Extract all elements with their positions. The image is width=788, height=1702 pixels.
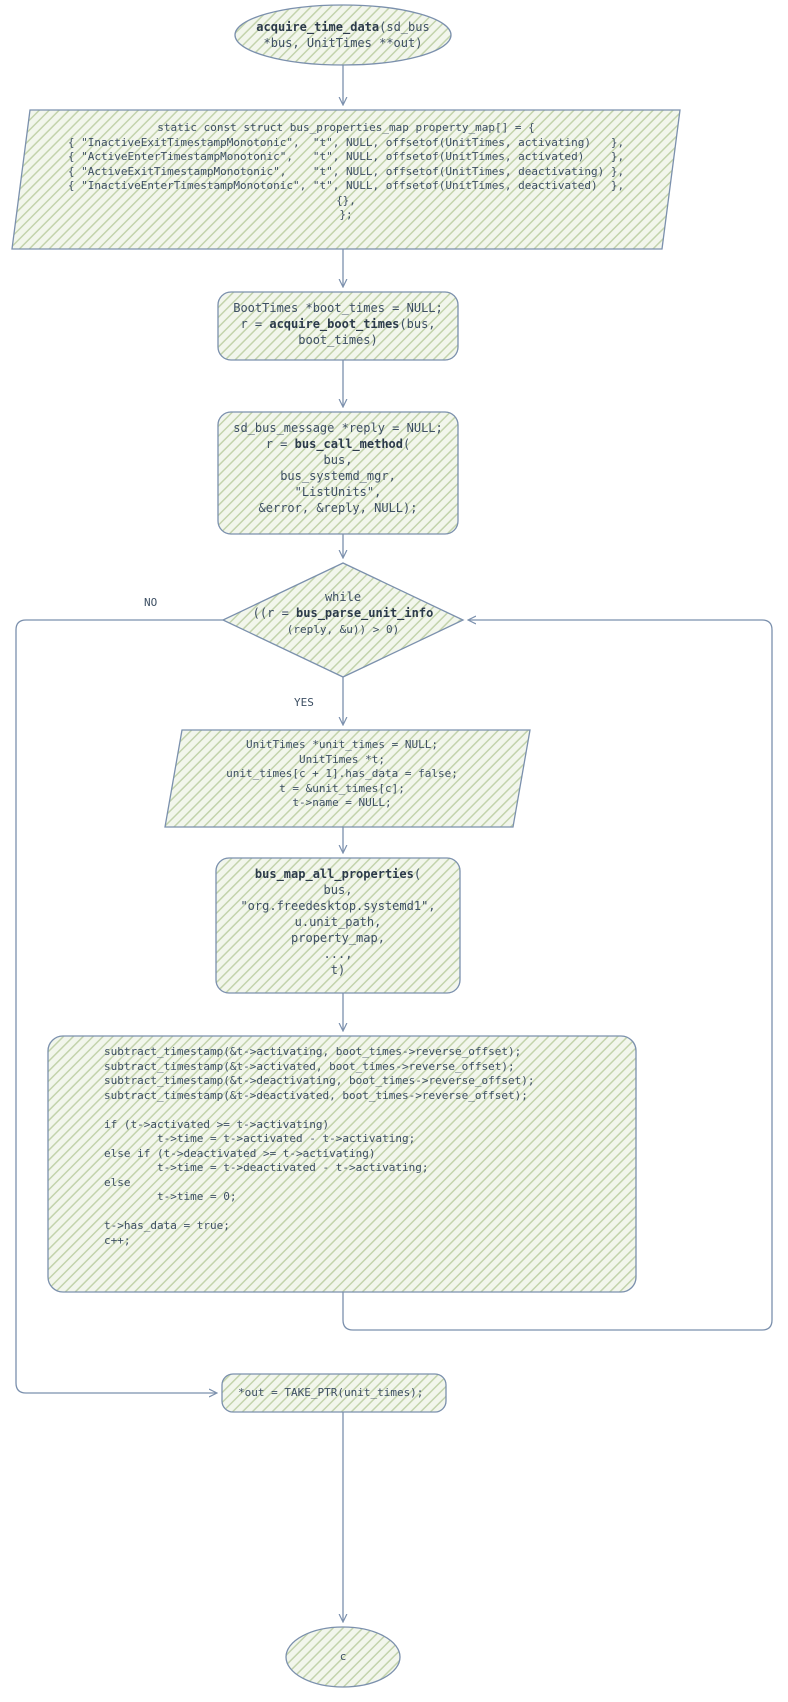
node-take-ptr-shape	[221, 1373, 447, 1413]
node-while-shape	[221, 562, 465, 678]
node-bus-call-shape	[217, 411, 459, 535]
edge-label-yes: YES	[294, 696, 314, 709]
node-property-map-shape	[11, 109, 681, 250]
edge-subtract-to-while-loop	[342, 620, 773, 1331]
node-end-shape	[285, 1626, 401, 1688]
edge-while-no-to-take-ptr	[15, 619, 223, 1393]
edge-label-no: NO	[144, 596, 158, 609]
node-map-all-properties-shape	[215, 857, 461, 994]
node-unit-times-shape	[164, 729, 531, 828]
node-boot-times-shape	[217, 291, 459, 361]
node-subtract-block-shape	[47, 1035, 637, 1293]
node-start-shape	[234, 4, 452, 66]
